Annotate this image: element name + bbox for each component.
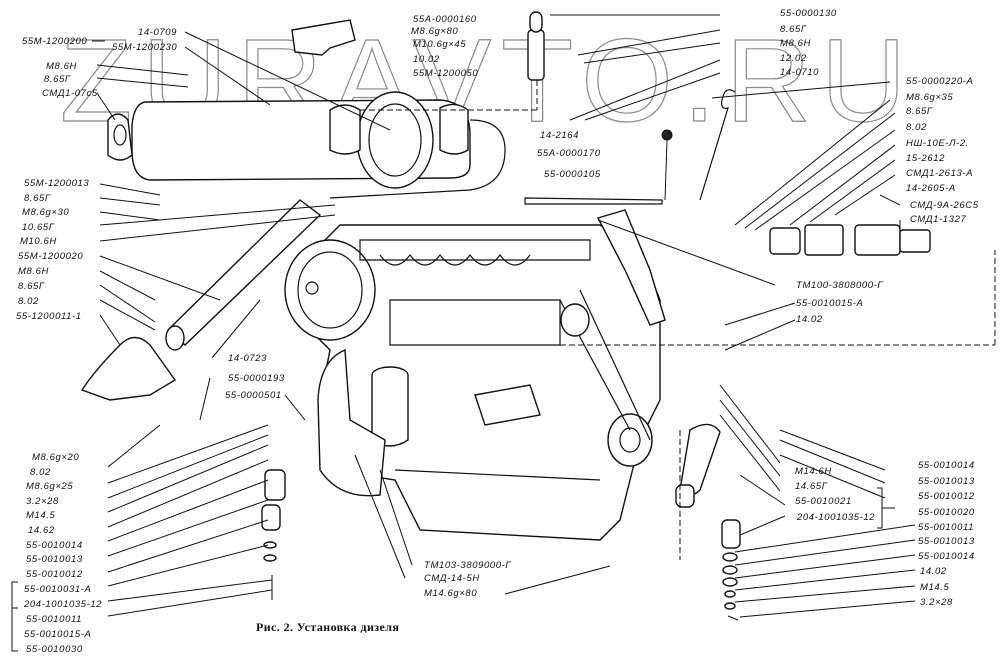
part-label: 55-0010020 [918,507,975,518]
part-label: 15-2612 [906,153,946,164]
part-label: СМД-14-5Н [424,573,480,584]
breather [360,11,545,111]
part-label: 55-0010031-А [24,584,92,595]
part-label: М8.6Н [18,266,49,277]
part-label: 55-0010013 [918,536,975,547]
part-label: 10.02 [413,54,440,65]
figure-caption: Рис. 2. Установка дизеля [256,620,400,634]
part-label: 55М-1200020 [18,251,84,262]
part-label: М8.6g×20 [32,452,80,463]
part-label: 55М-1200050 [413,68,479,79]
cover-plate [80,336,177,401]
part-label: 14.02 [920,566,947,577]
part-label: 55-0010014 [918,460,975,471]
part-label: 55-0000220-А [906,76,974,87]
engine-block [284,224,661,541]
exhaust-pipe [165,199,322,351]
part-label: 10.65Г [22,222,55,233]
part-label: М8.6g×35 [906,92,954,103]
part-label: 55-0010013 [26,554,83,565]
front-support [675,423,721,560]
part-label: М10.6Н [20,236,57,247]
part-label: 8.65Г [780,24,807,35]
part-label: 55-0010014 [918,551,975,562]
part-label: 55-0000105 [544,169,601,180]
part-label: 55М-1200200 [22,36,88,47]
part-label: 8.02 [30,467,51,478]
part-label: 55-0000130 [780,8,837,19]
part-label: 8.02 [18,296,39,307]
part-label: 55-0010014 [26,540,83,551]
leader-lines [11,14,916,652]
part-label: СМД1-07с5 [42,88,98,99]
part-label: 3.2×28 [26,496,59,507]
part-label: 12.02 [780,53,807,64]
part-label: 3.2×28 [920,597,953,608]
part-label: НШ-10Е-Л-2. [906,138,970,149]
part-label: 55А-0000170 [537,148,601,159]
part-label: 55-1200011-1 [16,311,82,322]
part-label: 55-0000501 [225,390,282,401]
part-label: М14.5 [920,582,950,593]
part-label: М8.6g×80 [411,26,459,37]
part-label: 55-0000193 [228,373,285,384]
part-label: М8.6Н [780,38,811,49]
part-label: 55-0010011 [918,522,975,533]
part-label: 14-0710 [780,67,820,78]
part-label: 55А-0000160 [413,14,477,25]
part-label: 14-2605-А [906,183,956,194]
part-label: 14.62 [28,525,55,536]
part-label: 55-0010012 [918,491,975,502]
part-label: 14.65Г [795,481,828,492]
part-label: 8.65Г [44,74,71,85]
part-label: 14-0723 [228,353,268,364]
muffler [107,91,506,199]
part-label: М14.6Н [795,466,832,477]
part-label: М14.6g×80 [424,588,478,599]
part-label: 204-1001035-12 [797,512,876,523]
part-label: 8.02 [906,122,927,133]
part-label: СМД1-2613-А [906,168,974,179]
dipstick [699,89,736,201]
part-label: 14-2164 [540,130,580,141]
part-label: 8.65Г [18,281,45,292]
part-label: 55-0010015-А [24,629,92,640]
part-label: М10.6g×45 [413,39,467,50]
part-label: 55-0010012 [26,569,83,580]
part-label: М8.6g×30 [22,207,70,218]
part-label: ТМ103-3809000-Г [424,560,512,571]
part-label: 55-0010011 [26,614,83,625]
part-label: СМД-9А-26С5 [910,200,979,211]
part-label: 8.65Г [906,106,933,117]
rear-mount [261,469,286,600]
part-label: 55-0010015-А [796,298,864,309]
cap [291,19,356,56]
part-label: 55М-1200230 [112,42,178,53]
part-label: 14.02 [796,314,823,325]
part-label: 55-0010013 [918,476,975,487]
fan [596,209,666,326]
part-label: М8.6Н [46,61,77,72]
part-label: ТМ100-3808000-Г [796,280,884,291]
part-label: 204-1001035-12 [24,599,103,610]
part-label: 55-0010021 [795,496,852,507]
part-label: 55-0010030 [26,644,83,655]
flywheel-housing [317,348,386,497]
part-label: СМД1-1327 [910,214,967,225]
control-lever [524,129,673,205]
front-mount-stack [721,519,741,621]
part-label: 14-0709 [138,27,178,38]
part-label: М14.5 [26,510,56,521]
part-label: М8.6g×25 [26,481,74,492]
part-label: 55М-1200013 [24,178,90,189]
pump-group [769,224,931,256]
part-label: 8.65Г [24,193,51,204]
